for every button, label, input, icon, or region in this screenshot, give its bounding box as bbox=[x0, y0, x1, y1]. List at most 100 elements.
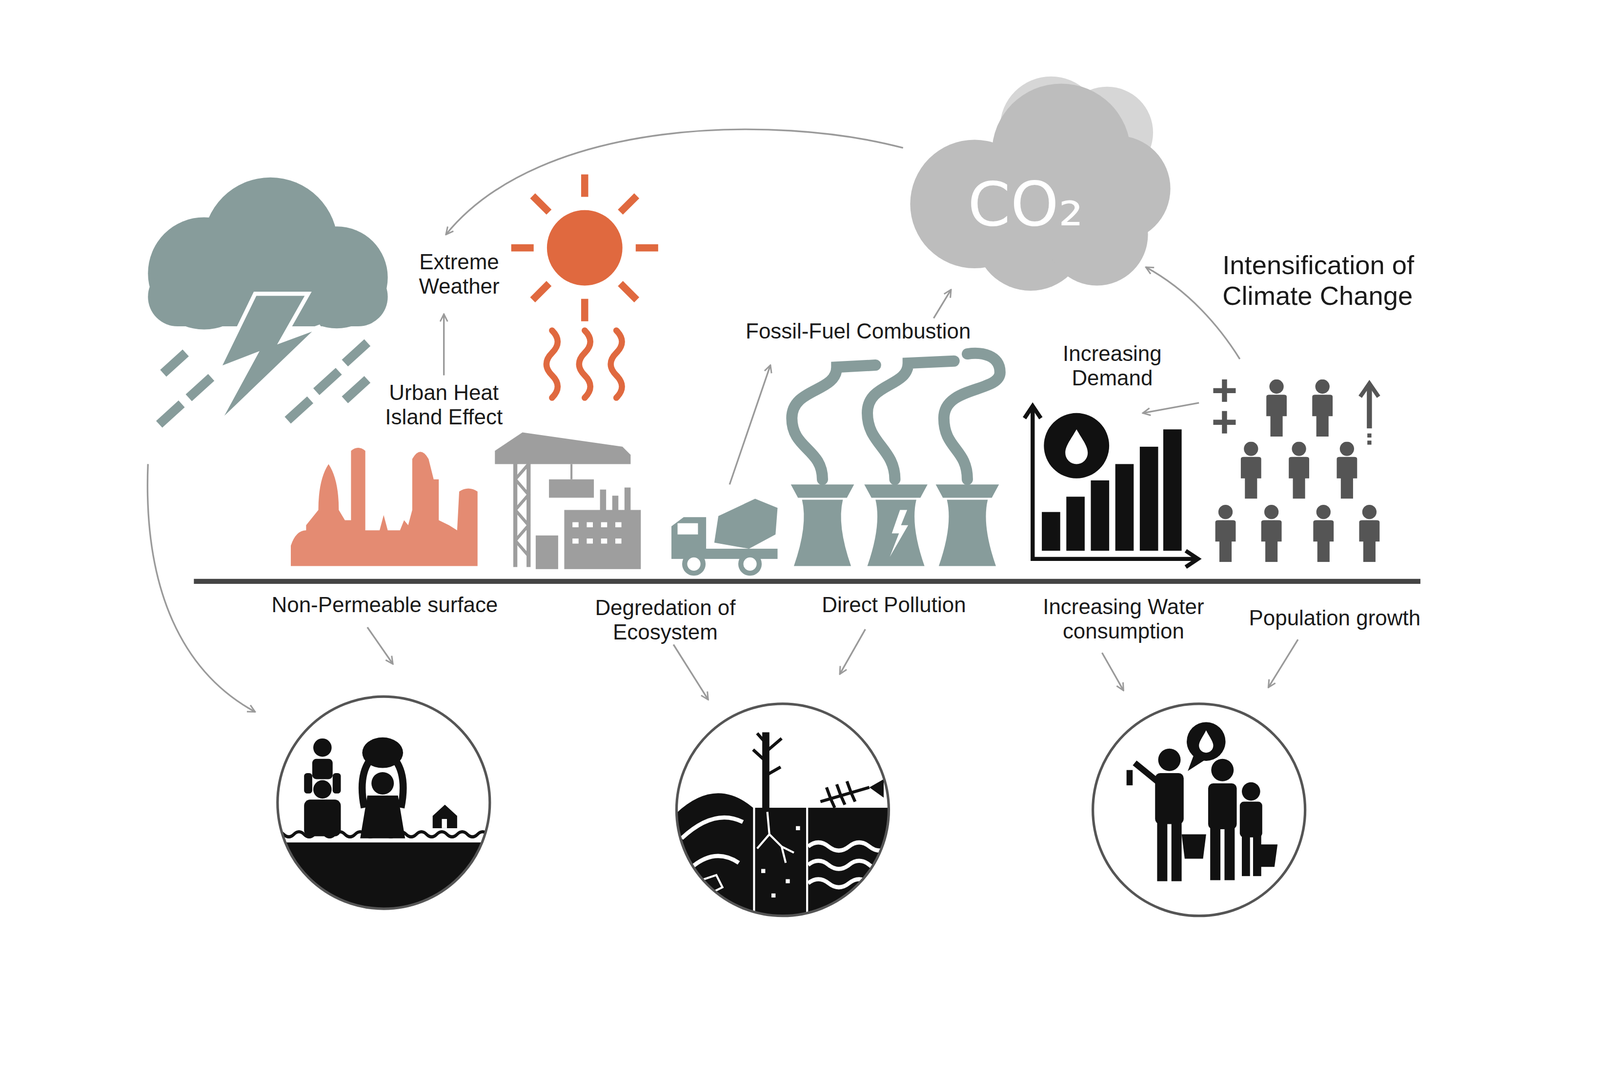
water-users-circle bbox=[1126, 722, 1278, 882]
rain bbox=[344, 343, 368, 364]
flood-circle bbox=[273, 737, 498, 925]
rain bbox=[188, 377, 212, 399]
demand-chart bbox=[1043, 413, 1110, 479]
population-icons bbox=[1266, 379, 1287, 437]
ecosystem-circle bbox=[761, 869, 766, 874]
flow-arrow bbox=[1142, 403, 1199, 414]
cement-truck bbox=[740, 555, 760, 574]
cement-truck bbox=[671, 498, 778, 574]
water-users-circle bbox=[1134, 763, 1157, 782]
water-users-circle bbox=[1093, 704, 1306, 917]
lightning-bolt bbox=[216, 293, 321, 427]
sun bbox=[635, 244, 659, 252]
ecosystem-circle bbox=[673, 793, 753, 924]
cooling-towers bbox=[890, 510, 909, 558]
water-users-circle bbox=[1093, 704, 1306, 917]
crane-factory bbox=[572, 522, 579, 528]
crane-factory bbox=[564, 510, 641, 570]
flood-circle bbox=[303, 773, 313, 794]
demand-chart bbox=[1139, 446, 1159, 551]
population-icons bbox=[1213, 379, 1380, 563]
rain bbox=[159, 404, 182, 425]
water-users-circle bbox=[1198, 730, 1214, 753]
rain bbox=[163, 352, 186, 374]
water-users-circle bbox=[1241, 835, 1251, 877]
ecosystem-circle bbox=[700, 875, 723, 894]
text-label: Degredation of Ecosystem bbox=[575, 595, 755, 646]
crane-factory bbox=[586, 538, 593, 544]
demand-chart bbox=[1024, 405, 1041, 419]
crane-factory bbox=[515, 448, 529, 557]
cooling-towers bbox=[790, 484, 855, 498]
water-users-circle bbox=[1126, 770, 1134, 786]
cooling-towers bbox=[867, 500, 925, 567]
sun bbox=[511, 174, 659, 399]
demand-chart bbox=[1024, 405, 1199, 568]
population-icons bbox=[1213, 388, 1236, 394]
flood-circle bbox=[332, 773, 342, 794]
population-icons bbox=[1312, 379, 1333, 437]
node-text: CO₂ bbox=[967, 173, 1084, 235]
cement-truck bbox=[714, 498, 778, 549]
population-icons bbox=[1215, 505, 1236, 563]
flow-arrow bbox=[1101, 652, 1124, 691]
text-label: Non-Permeable surface bbox=[271, 592, 498, 618]
flow-arrow bbox=[1268, 639, 1298, 688]
crane-factory bbox=[600, 489, 607, 513]
sun bbox=[532, 195, 549, 212]
water-users-circle bbox=[1156, 822, 1168, 882]
water-users-circle bbox=[1181, 834, 1207, 859]
flow-arrow bbox=[367, 627, 393, 665]
flood-circle bbox=[273, 696, 498, 925]
sun bbox=[511, 244, 534, 252]
flow-arrow bbox=[933, 289, 952, 319]
water-users-circle bbox=[1255, 844, 1278, 868]
text-label: Increasing Demand bbox=[1043, 341, 1181, 391]
ecosystem-circle bbox=[771, 893, 776, 898]
flow-arrow bbox=[147, 129, 1298, 712]
demand-chart bbox=[1066, 496, 1085, 551]
ecosystem-circle bbox=[820, 781, 870, 809]
flow-arrow bbox=[443, 314, 445, 376]
demand-chart bbox=[1041, 512, 1061, 551]
crane-factory bbox=[494, 432, 631, 465]
flood-circle bbox=[273, 842, 498, 925]
water-users-circle bbox=[1158, 749, 1181, 772]
crane-factory bbox=[601, 538, 608, 544]
demand-chart bbox=[1163, 429, 1182, 551]
sun bbox=[620, 283, 637, 300]
flow-arrow bbox=[839, 629, 866, 675]
flood-circle bbox=[313, 780, 332, 800]
text-label: Extreme Weather bbox=[402, 249, 517, 300]
population-icons bbox=[1213, 379, 1370, 434]
crane-factory bbox=[624, 487, 631, 512]
water-users-circle bbox=[1154, 773, 1184, 825]
water-users-circle bbox=[1210, 827, 1221, 881]
flood-circle bbox=[432, 805, 458, 829]
text-label: Increasing Water consumption bbox=[1021, 594, 1226, 645]
population-icons bbox=[1336, 441, 1357, 499]
water-users-circle bbox=[1171, 822, 1182, 882]
population-icons bbox=[1261, 505, 1282, 563]
rain bbox=[287, 400, 311, 421]
text-label: Urban Heat Island Effect bbox=[367, 380, 521, 430]
cooling-towers bbox=[793, 500, 851, 567]
demand-chart bbox=[1032, 407, 1196, 559]
sun bbox=[620, 195, 637, 212]
flood-circle bbox=[360, 795, 406, 839]
sun bbox=[532, 283, 549, 300]
ecosystem-circle bbox=[676, 704, 889, 917]
rain bbox=[316, 371, 339, 392]
water-users-circle bbox=[1239, 802, 1263, 838]
population-icons bbox=[1358, 505, 1380, 563]
sun bbox=[581, 174, 589, 198]
sun bbox=[511, 174, 659, 322]
flow-arrow bbox=[729, 365, 771, 486]
crane-factory bbox=[615, 522, 622, 528]
crane-factory bbox=[494, 432, 641, 570]
water-users-circle bbox=[1211, 759, 1234, 782]
population-icons bbox=[1360, 383, 1379, 397]
water-users-circle bbox=[1093, 704, 1306, 917]
